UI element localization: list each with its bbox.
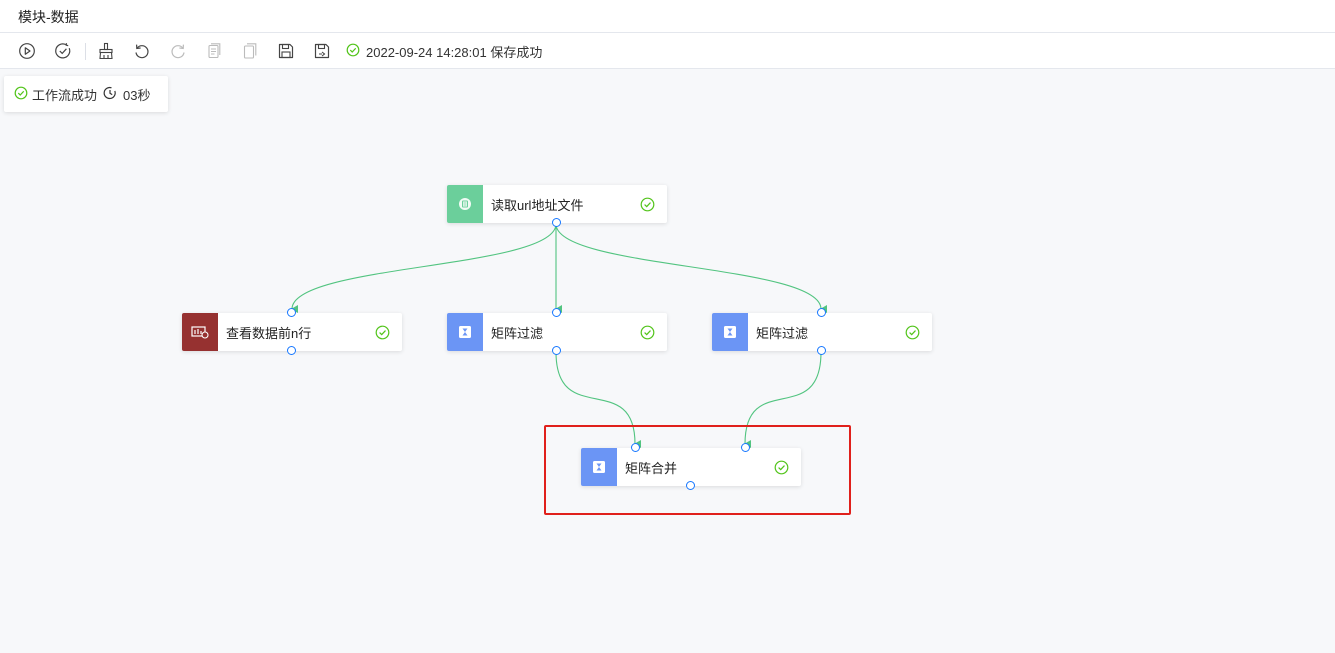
node-label: 矩阵过滤 xyxy=(491,325,544,341)
redo-icon[interactable] xyxy=(168,41,188,61)
input-port[interactable] xyxy=(631,443,640,452)
input-port[interactable] xyxy=(287,308,296,317)
input-port[interactable] xyxy=(741,443,750,452)
node-label: 读取url地址文件 xyxy=(491,197,584,213)
toolbar-divider xyxy=(85,43,86,60)
output-port[interactable] xyxy=(686,481,695,490)
edge-read-to-head xyxy=(291,223,557,314)
workflow-canvas[interactable]: 工作流成功 03秒 读取url地址文件 查看数据前n行 矩阵过滤 xyxy=(0,69,1335,653)
save-as-icon[interactable] xyxy=(312,41,332,61)
success-icon xyxy=(375,325,390,339)
input-port[interactable] xyxy=(817,308,826,317)
node-matrix-filter-1[interactable]: 矩阵过滤 xyxy=(447,313,667,351)
node-matrix-merge[interactable]: 矩阵合并 xyxy=(581,448,801,486)
file-icon xyxy=(447,185,483,223)
run-duration: 03秒 xyxy=(123,87,151,103)
check-circle-icon xyxy=(346,43,360,60)
hourglass-icon xyxy=(581,448,617,486)
input-port[interactable] xyxy=(552,308,561,317)
timer-icon xyxy=(103,86,117,103)
run-check-icon[interactable] xyxy=(53,41,73,61)
save-status-text: 2022-09-24 14:28:01 保存成功 xyxy=(366,44,543,60)
node-matrix-filter-2[interactable]: 矩阵过滤 xyxy=(712,313,932,351)
save-icon[interactable] xyxy=(276,41,296,61)
edges-layer xyxy=(291,223,828,449)
window-title: 模块-数据 xyxy=(18,9,79,25)
data-view-icon xyxy=(182,313,218,351)
success-icon xyxy=(905,325,920,339)
node-label: 矩阵过滤 xyxy=(756,325,809,341)
workflow-run-status: 工作流成功 03秒 xyxy=(4,76,168,112)
edge-filter1-to-merge xyxy=(555,351,642,448)
edge-read-to-filter2 xyxy=(555,223,828,313)
highlight-box xyxy=(544,425,851,515)
success-icon xyxy=(640,325,655,339)
node-view-head[interactable]: 查看数据前n行 xyxy=(182,313,402,351)
run-status-text: 工作流成功 xyxy=(32,87,98,103)
output-port[interactable] xyxy=(552,346,561,355)
hourglass-icon xyxy=(447,313,483,351)
save-status: 2022-09-24 14:28:01 保存成功 xyxy=(346,42,542,60)
node-label: 查看数据前n行 xyxy=(226,325,312,341)
success-icon xyxy=(14,86,28,103)
run-icon[interactable] xyxy=(17,41,37,61)
toolbar: 2022-09-24 14:28:01 保存成功 xyxy=(0,33,1335,69)
undo-icon[interactable] xyxy=(132,41,152,61)
output-port[interactable] xyxy=(817,346,826,355)
edge-filter2-to-merge xyxy=(744,351,822,449)
output-port[interactable] xyxy=(552,218,561,227)
hourglass-icon xyxy=(712,313,748,351)
copy-icon[interactable] xyxy=(204,41,224,61)
node-label: 矩阵合并 xyxy=(625,460,678,476)
clear-icon[interactable] xyxy=(96,41,116,61)
success-icon xyxy=(774,460,789,474)
output-port[interactable] xyxy=(287,346,296,355)
success-icon xyxy=(640,197,655,211)
paste-icon[interactable] xyxy=(240,41,260,61)
node-read-url-file[interactable]: 读取url地址文件 xyxy=(447,185,667,223)
title-bar: 模块-数据 xyxy=(0,0,1335,33)
